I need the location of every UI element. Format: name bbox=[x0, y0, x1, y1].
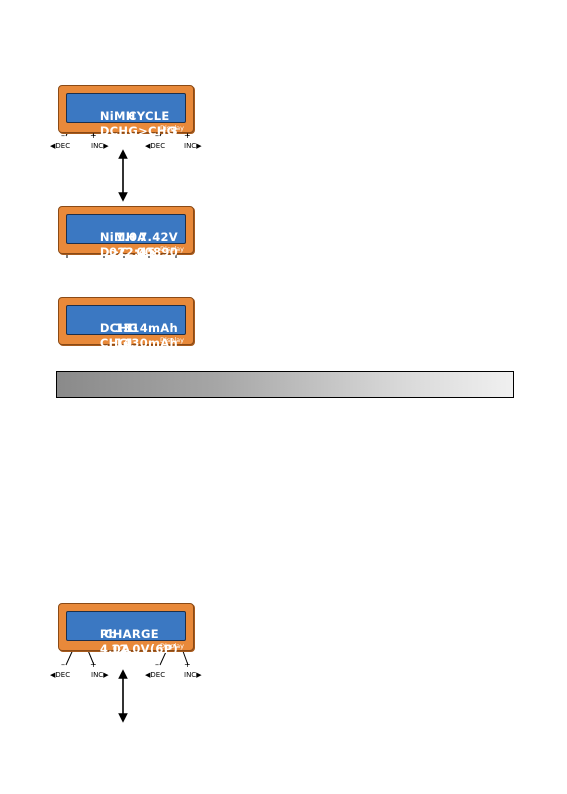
dec-button-label[interactable]: ◀DEC bbox=[50, 671, 71, 679]
plus-sign: + bbox=[90, 660, 97, 669]
inc-button-label[interactable]: INC▶ bbox=[91, 142, 109, 150]
dec-button-label[interactable]: ◀DEC bbox=[145, 671, 166, 679]
lcd-text: 1 bbox=[126, 336, 135, 350]
lcd-text: 1.0A bbox=[116, 230, 147, 244]
lcd-text: NiMH bbox=[99, 230, 136, 244]
lcd-text: 1 bbox=[126, 321, 135, 335]
lcd-text: DCHG bbox=[99, 321, 139, 335]
display-tag: Display bbox=[160, 124, 184, 132]
lcd-text: 1430mAh bbox=[114, 336, 178, 350]
lcd-text: 7.42V bbox=[139, 230, 178, 244]
lcd-text: 022:45 bbox=[109, 245, 156, 259]
dec-button-label[interactable]: ◀DEC bbox=[145, 142, 166, 150]
inc-button-label[interactable]: INC▶ bbox=[184, 142, 202, 150]
minus-sign: – bbox=[61, 131, 65, 140]
inc-button-label[interactable]: INC▶ bbox=[91, 671, 109, 679]
plus-sign: + bbox=[184, 660, 191, 669]
lcd-text: DCHG>CHG bbox=[99, 124, 177, 138]
plus-sign: + bbox=[90, 131, 97, 140]
lcd-text: Pb bbox=[99, 627, 118, 641]
lcd-text: 00890 bbox=[136, 245, 178, 259]
minus-sign: – bbox=[155, 660, 159, 669]
lcd-text: CHG bbox=[99, 336, 129, 350]
lcd-text: 1314mAh bbox=[114, 321, 178, 335]
display-tag: Display bbox=[160, 245, 184, 253]
minus-sign: – bbox=[61, 660, 65, 669]
display-tag: Display bbox=[160, 336, 184, 344]
dec-button-label[interactable]: ◀DEC bbox=[50, 142, 71, 150]
lcd-text: 12.0V(6P) bbox=[111, 642, 178, 656]
section-banner bbox=[56, 371, 514, 398]
lcd-text: CHARGE bbox=[104, 627, 159, 641]
lcd-text: D>C bbox=[99, 245, 129, 259]
inc-button-label[interactable]: INC▶ bbox=[184, 671, 202, 679]
plus-sign: + bbox=[184, 131, 191, 140]
display-tag: Display bbox=[160, 642, 184, 650]
lcd-text: NiMH bbox=[99, 109, 136, 123]
lcd-text: CYCLE bbox=[128, 109, 170, 123]
minus-sign: – bbox=[155, 131, 159, 140]
lcd-text: 3 bbox=[169, 124, 178, 138]
lcd-text: 4.0A bbox=[99, 642, 131, 656]
